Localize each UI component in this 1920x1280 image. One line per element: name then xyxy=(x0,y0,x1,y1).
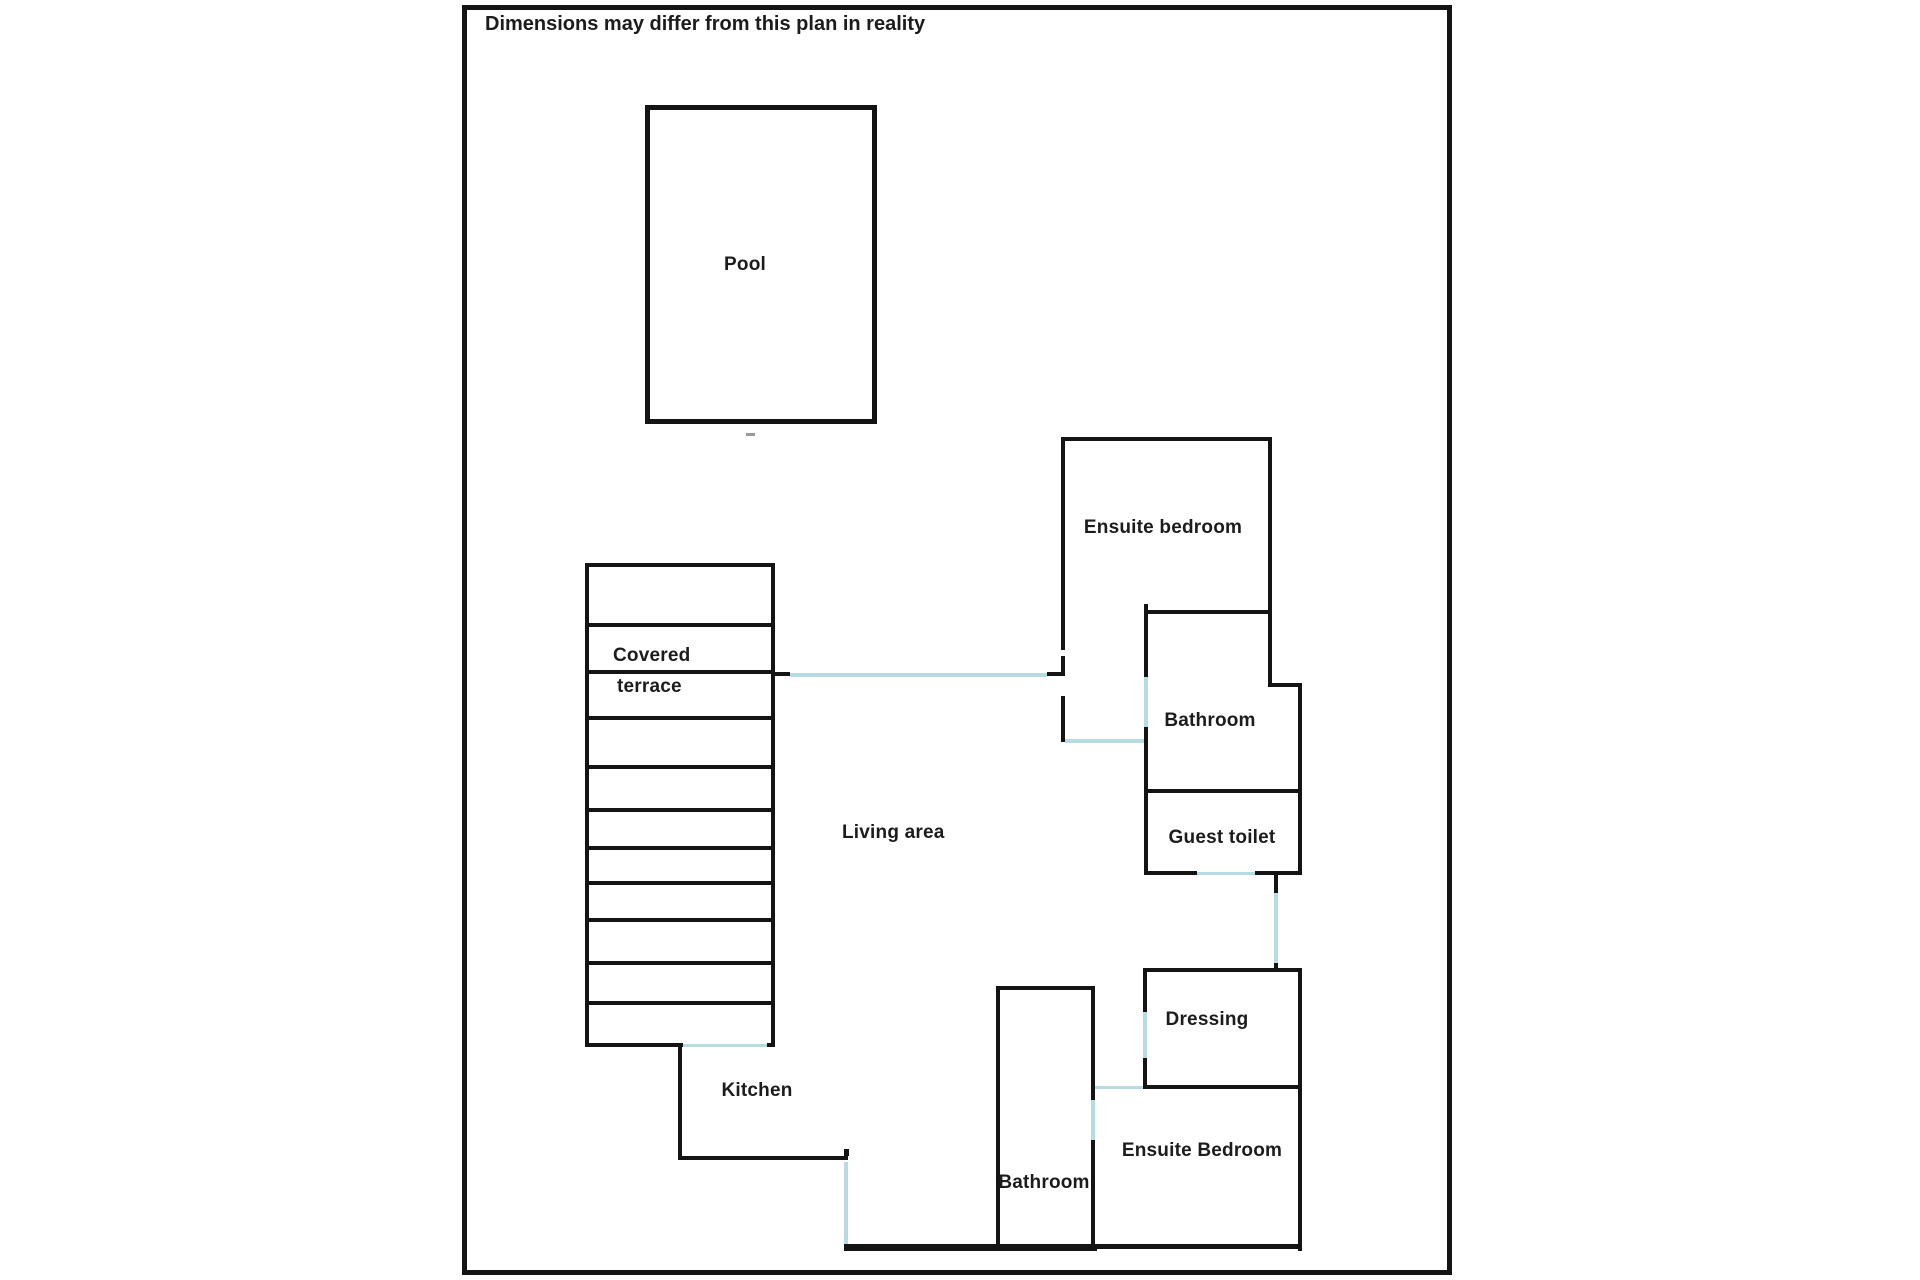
ensuite-top-door-opening xyxy=(1065,739,1146,743)
bathroom-top-wall-left xyxy=(1144,727,1148,875)
kitchen-wall-left xyxy=(678,1047,682,1160)
terrace-bottom-wall xyxy=(585,1043,683,1047)
terrace-slat xyxy=(585,670,775,674)
pool-smudge-mark xyxy=(746,433,755,436)
ensuite-top-wall-left xyxy=(1061,656,1065,676)
corridor-wall-stub xyxy=(1274,963,1278,972)
guest-toilet-bottom-wall xyxy=(1255,871,1302,875)
kitchen-wall-stub xyxy=(844,1149,849,1156)
kitchen-wall-bottom xyxy=(678,1156,848,1160)
ensuite-top-wall-left xyxy=(1061,437,1065,650)
dressing-wall-bottom xyxy=(1143,1085,1302,1089)
disclaimer-text: Dimensions may differ from this plan in … xyxy=(485,13,926,35)
bathroom-guest-toilet-divider xyxy=(1144,789,1302,793)
terrace-label-line1: Covered xyxy=(613,645,691,666)
dressing-door-opening xyxy=(1143,1012,1147,1058)
bathroom-top-wall-top xyxy=(1144,610,1272,614)
bathroom-top-wall-left xyxy=(1144,604,1148,677)
bathroom-bottom-wall-left xyxy=(996,986,1000,1251)
kitchen-label: Kitchen xyxy=(721,1080,793,1101)
terrace-slat xyxy=(585,846,775,850)
ensuite-top-wall-right xyxy=(1268,437,1272,687)
ensuite-bottom-wall xyxy=(1093,1244,1302,1249)
terrace-door-jamb xyxy=(775,672,790,676)
living-bottom-wall xyxy=(844,1244,1097,1251)
bedroom-door-jamb xyxy=(1047,672,1063,676)
terrace-slat xyxy=(585,623,775,627)
terrace-slat xyxy=(585,918,775,922)
guest-toilet-door-opening xyxy=(1197,872,1255,875)
pool-label: Pool xyxy=(724,254,766,275)
bathroom-top-label: Bathroom xyxy=(1164,710,1256,731)
bathroom-bottom-label: Bathroom xyxy=(998,1172,1090,1193)
ensuite-top-wall-top xyxy=(1061,437,1272,441)
terrace-slat xyxy=(585,1001,775,1005)
plan-outer-border xyxy=(462,5,1452,1275)
bathroom-top-door-opening xyxy=(1144,677,1148,727)
bathroom-bottom-wall-right xyxy=(1091,1140,1095,1251)
terrace-slat xyxy=(585,808,775,812)
terrace-kitchen-door-opening xyxy=(683,1044,767,1047)
pool-outline xyxy=(645,105,877,424)
terrace-label-line2: terrace xyxy=(617,676,682,697)
ensuite-top-wall-left xyxy=(1061,696,1065,742)
terrace-slat xyxy=(585,881,775,885)
terrace-slat xyxy=(585,716,775,720)
right-exterior-wall xyxy=(1298,968,1302,1251)
guest-toilet-bottom-wall xyxy=(1144,871,1197,875)
dressing-wall-left xyxy=(1143,968,1147,1012)
terrace-bottom-wall xyxy=(767,1043,775,1047)
dressing-wall-left xyxy=(1143,1058,1147,1089)
kitchen-door-opening xyxy=(844,1162,848,1244)
bathroom-bottom-door-opening xyxy=(1091,1100,1095,1140)
ensuite-top-label: Ensuite bedroom xyxy=(1083,517,1243,538)
ensuite-bottom-label: Ensuite Bedroom xyxy=(1121,1140,1283,1161)
ensuite-bottom-entry-opening xyxy=(1095,1086,1143,1089)
bathroom-bottom-wall-right xyxy=(1091,986,1095,1100)
living-area-door-line xyxy=(790,673,1047,677)
guest-toilet-label: Guest toilet xyxy=(1168,827,1276,848)
terrace-outline xyxy=(585,563,775,1047)
dressing-wall-top xyxy=(1143,968,1302,972)
terrace-slat xyxy=(585,765,775,769)
corridor-wall-stub xyxy=(1274,871,1278,893)
bathroom-top-wall-right xyxy=(1298,685,1302,875)
corridor-door-opening xyxy=(1274,893,1278,963)
living-area-label: Living area xyxy=(842,822,945,843)
ensuite-top-step-wall xyxy=(1268,683,1302,687)
terrace-slat xyxy=(585,961,775,965)
dressing-label: Dressing xyxy=(1165,1009,1249,1030)
bathroom-bottom-wall-top xyxy=(996,986,1095,990)
